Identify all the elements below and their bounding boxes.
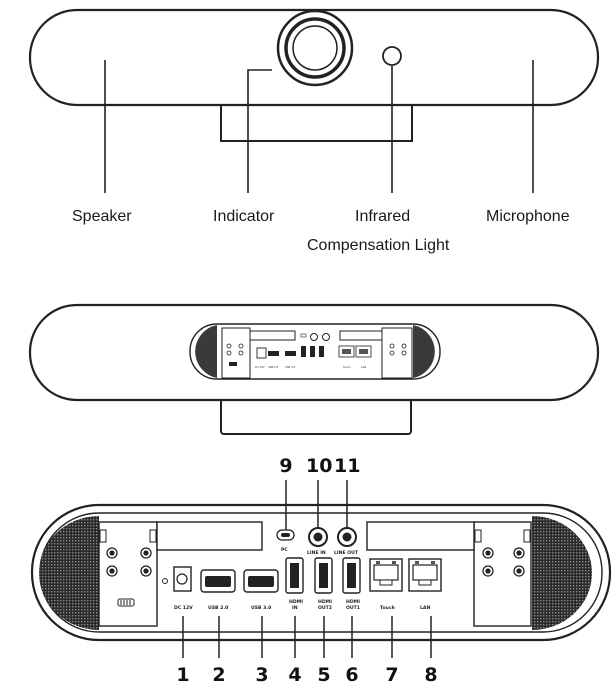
dc-label: DC 12V bbox=[174, 605, 193, 611]
screws-left bbox=[106, 547, 152, 577]
rear-grille-right bbox=[413, 325, 435, 378]
callout-4: 4 bbox=[288, 664, 302, 686]
indicator-label: Indicator bbox=[213, 208, 275, 225]
lens bbox=[276, 9, 354, 87]
line-out-label: LINE OUT bbox=[334, 550, 359, 556]
dc-port bbox=[173, 566, 192, 592]
svg-text:DC 12V: DC 12V bbox=[255, 365, 265, 369]
infrared-label-line1: Infrared bbox=[355, 208, 411, 225]
usb3-port bbox=[243, 569, 279, 593]
callout-6: 6 bbox=[345, 664, 359, 686]
line-out-jack bbox=[337, 527, 357, 547]
hdmi-in-label-2: IN bbox=[292, 605, 298, 611]
callout-7: 7 bbox=[385, 664, 399, 686]
callout-1: 1 bbox=[176, 664, 190, 686]
touch-port bbox=[369, 558, 403, 592]
hdmi-out2-label-2: OUT2 bbox=[318, 605, 332, 611]
callout-9: 9 bbox=[279, 455, 293, 477]
detail-grille-right bbox=[532, 516, 592, 630]
infrared-light bbox=[382, 46, 402, 66]
hdmi-out1-label-1: HDMI bbox=[346, 599, 360, 605]
callout-5: 5 bbox=[317, 664, 331, 686]
detail-grille-left bbox=[39, 516, 99, 630]
callout-8: 8 bbox=[424, 664, 438, 686]
svg-text:Touch: Touch bbox=[343, 365, 351, 369]
screws-right bbox=[482, 547, 525, 577]
line-in-label: LINE IN bbox=[307, 550, 326, 556]
touch-label: Touch bbox=[380, 605, 395, 611]
svg-text:USB 2.0: USB 2.0 bbox=[268, 365, 279, 369]
hdmi-out2-port bbox=[314, 557, 333, 594]
line-in-jack bbox=[308, 527, 328, 547]
svg-text:USB 3.0: USB 3.0 bbox=[285, 365, 296, 369]
svg-text:LAN: LAN bbox=[361, 365, 366, 369]
speaker-label: Speaker bbox=[72, 208, 132, 225]
hdmi-out1-port bbox=[342, 557, 361, 594]
pc-label: PC bbox=[281, 547, 288, 553]
callout-3: 3 bbox=[255, 664, 269, 686]
hdmi-in-label-1: HDMI bbox=[289, 599, 303, 605]
callout-10: 10 bbox=[306, 455, 333, 477]
usb2-port bbox=[200, 569, 236, 593]
lan-port bbox=[408, 558, 442, 592]
indicator-leader bbox=[247, 69, 272, 193]
slide-switch bbox=[117, 598, 135, 607]
hdmi-out1-label-2: OUT1 bbox=[346, 605, 360, 611]
hdmi-in-port bbox=[285, 557, 304, 594]
usb3-label: USB 3.0 bbox=[251, 605, 271, 611]
lan-label: LAN bbox=[420, 605, 430, 611]
infrared-label-line2: Compensation Light bbox=[307, 237, 450, 254]
microphone-label: Microphone bbox=[486, 208, 570, 225]
callout-2: 2 bbox=[212, 664, 226, 686]
usb2-label: USB 2.0 bbox=[208, 605, 228, 611]
pc-usbc-port bbox=[276, 529, 295, 541]
hdmi-out2-label-1: HDMI bbox=[318, 599, 332, 605]
rear-grille-left bbox=[195, 325, 217, 378]
callout-11: 11 bbox=[334, 455, 361, 477]
